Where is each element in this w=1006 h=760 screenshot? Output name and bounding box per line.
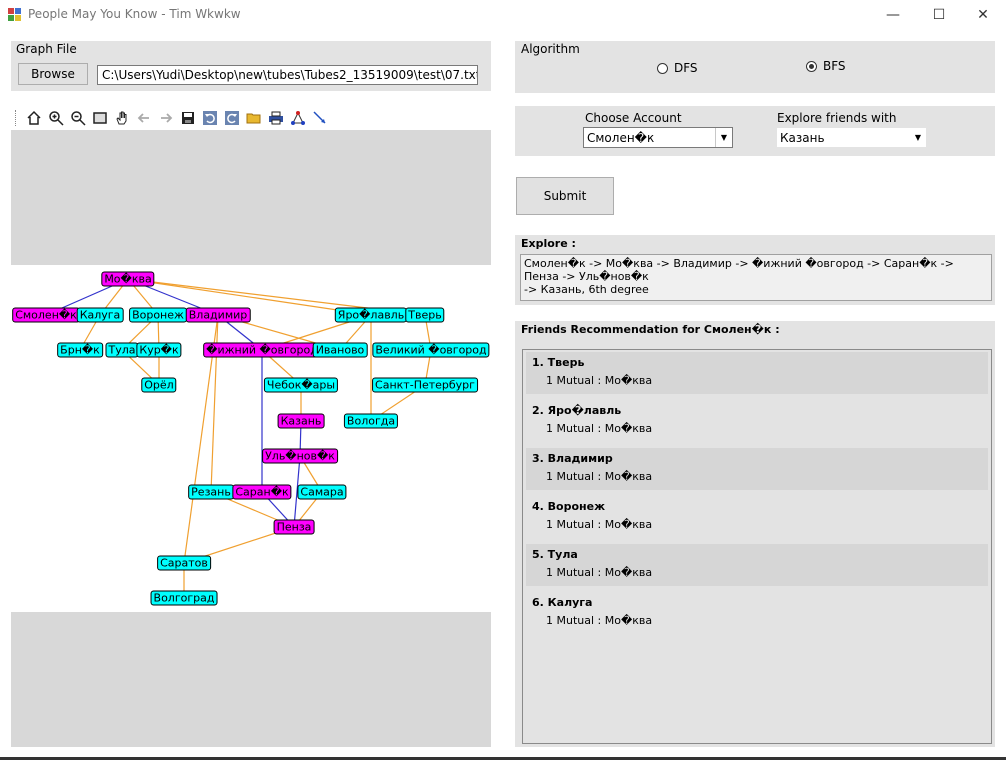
graph-node-ivanovo[interactable]: Иваново xyxy=(312,342,368,358)
bfs-label: BFS xyxy=(823,59,846,73)
submit-button[interactable]: Submit xyxy=(516,177,614,215)
chevron-down-icon[interactable]: ▼ xyxy=(914,133,922,142)
dfs-radio[interactable]: DFS xyxy=(657,61,698,75)
recommendation-title: 4. Воронеж xyxy=(532,500,606,513)
list-item[interactable]: 4. Воронеж 1 Mutual : Мо�ква xyxy=(526,496,988,538)
explore-result-text: Смолен�к -> Мо�ква -> Владимир -> �ижний… xyxy=(520,254,992,301)
graph-node-cheboksary[interactable]: Чебок�ары xyxy=(263,377,339,393)
recommendation-title: 3. Владимир xyxy=(532,452,613,465)
maximize-button[interactable]: ☐ xyxy=(932,7,946,23)
graph-node-kursk[interactable]: Кур�к xyxy=(136,342,182,358)
graph-toolbar xyxy=(11,106,491,130)
graph-node-samara[interactable]: Самара xyxy=(297,484,347,500)
window-title: People May You Know - Tim Wkwkw xyxy=(28,7,241,21)
account-panel: Choose Account Смолен�к ▼ Explore friend… xyxy=(515,106,995,156)
graph-node-vladimir[interactable]: Владимир xyxy=(185,307,251,323)
dfs-radio-circle[interactable] xyxy=(657,62,668,74)
graph-node-spb[interactable]: Санкт-Петербург xyxy=(372,377,478,393)
edge-icon[interactable] xyxy=(311,109,329,127)
explore-label: Explore : xyxy=(521,237,576,250)
rectangle-icon[interactable] xyxy=(91,109,109,127)
choose-account-select[interactable]: Смолен�к ▼ xyxy=(583,127,733,148)
graph-node-orel[interactable]: Орёл xyxy=(141,377,177,393)
graph-node-ryazan[interactable]: Резань xyxy=(188,484,234,500)
graph-file-label: Graph File xyxy=(16,42,77,56)
app-icon xyxy=(8,8,21,21)
recommendation-mutual: 1 Mutual : Мо�ква xyxy=(546,422,653,435)
print-icon[interactable] xyxy=(267,109,285,127)
redo-icon[interactable] xyxy=(223,109,241,127)
chevron-down-icon[interactable]: ▼ xyxy=(715,128,732,147)
graph-node-nnovgorod[interactable]: �ижний �овгород xyxy=(203,342,321,358)
minimize-button[interactable]: — xyxy=(886,7,900,23)
undo-icon[interactable] xyxy=(201,109,219,127)
bfs-radio-circle[interactable] xyxy=(806,60,817,72)
algorithm-panel: Algorithm DFS BFS xyxy=(515,41,995,93)
graph-node-bryansk[interactable]: Брн�к xyxy=(57,342,103,358)
close-button[interactable]: ✕ xyxy=(977,7,989,23)
open-folder-icon[interactable] xyxy=(245,109,263,127)
recommendation-mutual: 1 Mutual : Мо�ква xyxy=(546,374,653,387)
recommendation-title: 5. Тула xyxy=(532,548,578,561)
dfs-label: DFS xyxy=(674,61,698,75)
browse-button[interactable]: Browse xyxy=(18,63,88,85)
graph-node-penza[interactable]: Пенза xyxy=(273,519,315,535)
explore-path-line-1: Смолен�к -> Мо�ква -> Владимир -> �ижний… xyxy=(524,257,954,283)
recommendation-list[interactable]: 1. Тверь 1 Mutual : Мо�ква 2. Яро�лавль … xyxy=(522,349,992,744)
graph-node-voronezh[interactable]: Воронеж xyxy=(129,307,187,323)
graph-node-saransk[interactable]: Саран�к xyxy=(232,484,292,500)
forward-arrow-icon[interactable] xyxy=(157,109,175,127)
algorithm-label: Algorithm xyxy=(521,42,580,56)
graph-node-kaluga[interactable]: Калуга xyxy=(76,307,124,323)
recommendation-mutual: 1 Mutual : Мо�ква xyxy=(546,518,653,531)
pan-hand-icon[interactable] xyxy=(113,109,131,127)
graph-file-panel: Graph File Browse C:\Users\Yudi\Desktop\… xyxy=(11,41,491,91)
graph-node-saratov[interactable]: Саратов xyxy=(157,555,211,571)
recommendation-title: 2. Яро�лавль xyxy=(532,404,622,417)
recommendation-title: 1. Тверь xyxy=(532,356,585,369)
back-arrow-icon[interactable] xyxy=(135,109,153,127)
graph-node-kazan[interactable]: Казань xyxy=(277,413,325,429)
layout-icon[interactable] xyxy=(289,109,307,127)
recommendation-mutual: 1 Mutual : Мо�ква xyxy=(546,470,653,483)
list-item[interactable]: 1. Тверь 1 Mutual : Мо�ква xyxy=(526,352,988,394)
graph-node-moskva[interactable]: Мо�ква xyxy=(101,271,155,287)
explore-friends-label: Explore friends with xyxy=(777,111,897,125)
path-edge-penza-ulyanovsk xyxy=(293,455,301,528)
file-path-input[interactable]: C:\Users\Yudi\Desktop\new\tubes\Tubes2_1… xyxy=(97,65,478,85)
list-item[interactable]: 6. Калуга 1 Mutual : Мо�ква xyxy=(526,592,988,634)
graph-edge-moskva-yaroslavl xyxy=(127,278,372,316)
graph-node-yaroslavl[interactable]: Яро�лавль xyxy=(334,307,408,323)
recommendation-label: Friends Recommendation for Смолен�к : xyxy=(521,323,780,336)
zoom-out-icon[interactable] xyxy=(69,109,87,127)
graph-node-tula[interactable]: Тула xyxy=(105,342,139,358)
title-bar: People May You Know - Tim Wkwkw — ☐ ✕ xyxy=(0,0,1006,30)
recommendation-mutual: 1 Mutual : Мо�ква xyxy=(546,614,653,627)
graph-node-smolensk[interactable]: Смолен�к xyxy=(12,307,80,323)
graph-node-vologda[interactable]: Вологда xyxy=(343,413,399,429)
list-item[interactable]: 2. Яро�лавль 1 Mutual : Мо�ква xyxy=(526,400,988,442)
choose-account-label: Choose Account xyxy=(585,111,682,125)
recommendation-mutual: 1 Mutual : Мо�ква xyxy=(546,566,653,579)
list-item[interactable]: 3. Владимир 1 Mutual : Мо�ква xyxy=(526,448,988,490)
home-icon[interactable] xyxy=(25,109,43,127)
graph-node-tver[interactable]: Тверь xyxy=(405,307,445,323)
bfs-radio-selected-dot xyxy=(809,63,814,69)
explore-friends-value: Казань xyxy=(780,130,825,145)
graph-node-volgograd[interactable]: Волгоград xyxy=(150,590,218,606)
zoom-in-icon[interactable] xyxy=(47,109,65,127)
graph-node-ulyanovsk[interactable]: Уль�нов�к xyxy=(262,448,338,464)
explore-friends-select[interactable]: Казань ▼ xyxy=(776,127,927,148)
bfs-radio[interactable]: BFS xyxy=(806,59,846,73)
bottom-border xyxy=(0,757,1006,760)
save-icon[interactable] xyxy=(179,109,197,127)
explore-path-line-2: -> Казань, 6th degree xyxy=(524,283,649,296)
graph-node-vnovgorod[interactable]: Великий �овгород xyxy=(372,342,490,358)
choose-account-value: Смолен�к xyxy=(587,130,655,145)
list-item[interactable]: 5. Тула 1 Mutual : Мо�ква xyxy=(526,544,988,586)
recommendation-title: 6. Калуга xyxy=(532,596,593,609)
toolbar-grip xyxy=(15,110,19,126)
